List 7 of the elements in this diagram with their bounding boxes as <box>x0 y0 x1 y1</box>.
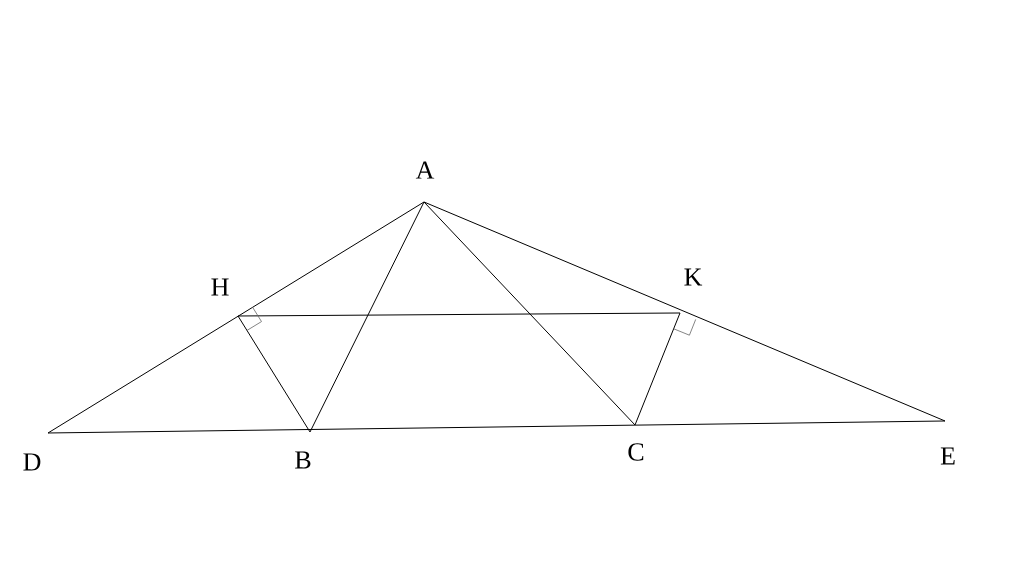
point-label: D <box>23 453 41 471</box>
point-label: K <box>684 268 703 286</box>
point-label: C <box>628 443 644 461</box>
point-label: B <box>295 451 311 469</box>
point-label: A <box>415 161 435 179</box>
point-label: E <box>940 447 955 465</box>
point-label: H <box>211 278 229 296</box>
